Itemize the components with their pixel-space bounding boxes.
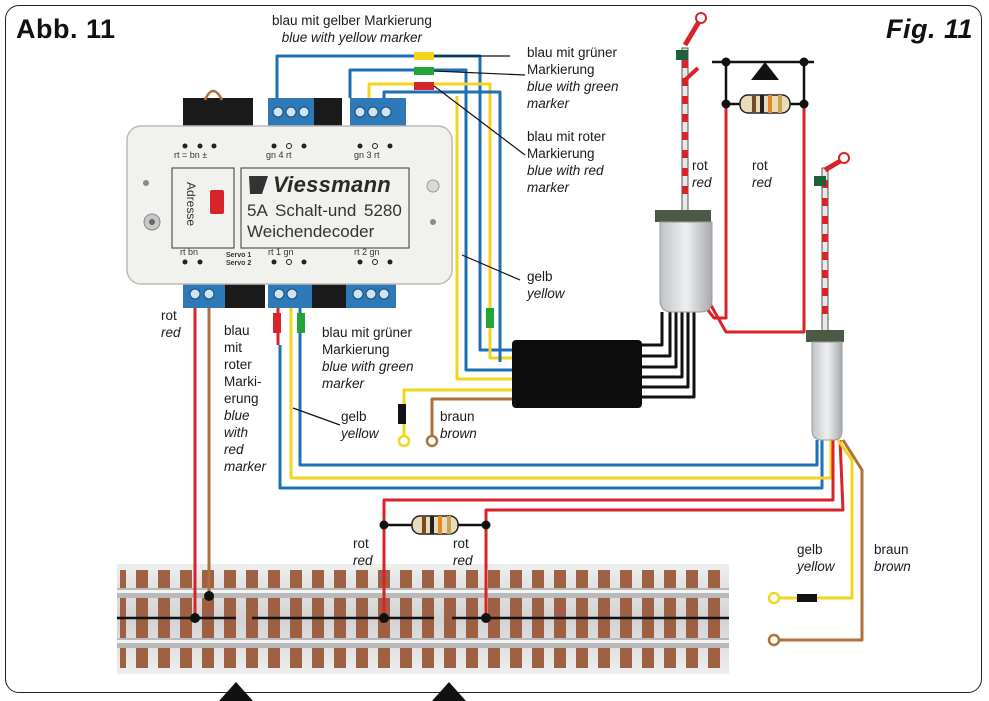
terminal-block-icon xyxy=(183,98,253,126)
label-blue-green-marker-mid: blau mit grüner Markierung blue with gre… xyxy=(322,325,414,391)
decoder-servo2: Servo 2 xyxy=(226,260,252,267)
label-rot-signal1: rot red xyxy=(692,158,712,190)
decoder-model-5a: 5A xyxy=(247,201,268,220)
decoder-address-label: Adresse xyxy=(184,182,198,227)
track-section-icon xyxy=(117,564,729,674)
semaphore-signal-icon xyxy=(806,152,850,441)
decoder-top-terminals-c: gn 3 rt xyxy=(354,150,380,160)
figure-title-left: Abb. 11 xyxy=(16,14,116,44)
label-gelb-mid: gelb yellow xyxy=(527,269,565,301)
yellow-marker xyxy=(414,52,434,60)
red-marker xyxy=(414,82,434,90)
green-marker xyxy=(414,67,434,75)
decoder-unit xyxy=(126,89,453,308)
electronic-module xyxy=(512,340,642,408)
label-gelb-low: gelb yellow xyxy=(341,409,379,441)
label-braun-right: braun brown xyxy=(874,542,911,574)
semaphore-signal-icon xyxy=(655,12,713,313)
label-braun-low: braun brown xyxy=(440,409,477,441)
label-rot-track1: rot red xyxy=(353,536,373,568)
track-resistor xyxy=(379,500,491,535)
label-gelb-right: gelb yellow xyxy=(797,542,835,574)
label-blue-green-marker-top: blau mit grüner Markierung blue with gre… xyxy=(527,45,619,111)
decoder-servo1: Servo 1 xyxy=(226,252,252,259)
decoder-top-terminals-b: gn 4 rt xyxy=(266,150,292,160)
resistor-icon xyxy=(411,515,459,535)
label-blue-red-marker-top: blau mit roter Markierung blue with red … xyxy=(527,129,606,195)
diode-triangle-icon xyxy=(751,62,779,80)
label-rot-left: rot red xyxy=(161,308,181,340)
gap-marker-icon xyxy=(432,682,466,701)
label-rot-track2: rot red xyxy=(453,536,473,568)
address-button xyxy=(210,190,224,214)
decoder-model-line2: Weichendecoder xyxy=(247,222,375,241)
decoder-bottom-terminals-c: rt 2 gn xyxy=(354,247,380,257)
resistor-icon xyxy=(739,94,791,114)
decoder-model-schalt: Schalt-und xyxy=(275,201,357,220)
decoder-bottom-terminals-a: rt bn xyxy=(180,247,199,257)
decoder-model-number: 5280 xyxy=(364,201,402,220)
diode-circuit xyxy=(712,57,814,114)
label-blue-yellow-marker: blau mit gelber Markierung blue with yel… xyxy=(272,13,432,45)
figure-title-right: Fig. 11 xyxy=(885,14,973,44)
decoder-top-terminals-a: rt = bn ± xyxy=(174,150,208,160)
gap-marker-icon xyxy=(219,682,253,701)
figure-frame xyxy=(5,5,982,693)
label-blue-red-marker-left: blau mit roter Marki- erung blue with re… xyxy=(224,323,267,474)
decoder-bottom-terminals-b: rt 1 gn xyxy=(268,247,294,257)
decoder-brand: Viessmann xyxy=(273,172,392,197)
label-rot-signal1b: rot red xyxy=(752,158,772,190)
